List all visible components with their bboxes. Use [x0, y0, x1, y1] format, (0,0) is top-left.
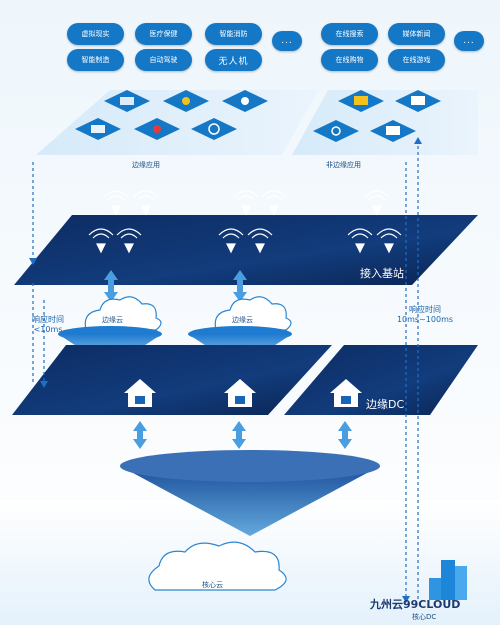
app-pill-online-gaming: 在线游戏 — [388, 49, 445, 71]
access-station-label: 接入基站 — [360, 267, 404, 280]
core-dc-buildings — [429, 560, 467, 600]
app-pill-healthcare: 医疗保健 — [135, 23, 192, 45]
house-icons — [124, 379, 362, 407]
core-cloud-label: 核心云 — [202, 581, 223, 589]
left-latency: 响应时间 <10ms — [26, 315, 70, 335]
vertical-double-arrows-lower — [133, 421, 352, 449]
core-funnel — [120, 450, 380, 536]
watermark: 九州云99CLOUD — [370, 598, 461, 611]
app-pill-online-search: 在线搜索 — [321, 23, 378, 45]
app-pill-vr: 虚拟现实 — [67, 23, 124, 45]
app-pill-firefighting: 智能消防 — [205, 23, 262, 45]
edge-cloud-cups — [58, 326, 292, 368]
edge-cloud-label-2: 边缘云 — [232, 316, 253, 324]
edge-apps-label: 边缘应用 — [132, 161, 160, 169]
edge-app-tiles — [75, 90, 268, 140]
access-station-layer — [14, 215, 478, 285]
edge-cloud-shapes — [84, 296, 292, 331]
app-pill-drone: 无人机 — [205, 49, 262, 71]
edge-dc-layer-right — [284, 345, 478, 415]
left-latency-title: 响应时间 — [32, 315, 64, 324]
app-pill-more-left: ... — [272, 31, 302, 51]
right-latency: 响应时间 10ms~100ms — [390, 305, 460, 325]
edge-dc-label: 边缘DC — [366, 398, 405, 411]
app-pill-manufacturing: 智能制造 — [67, 49, 124, 71]
right-latency-title: 响应时间 — [409, 305, 441, 314]
non-edge-app-tiles — [313, 90, 441, 142]
app-pill-more-right: ... — [454, 31, 484, 51]
antenna-icons — [88, 190, 402, 254]
core-cloud-shape — [148, 541, 287, 591]
app-pill-autonomous-driving: 自动驾驶 — [135, 49, 192, 71]
latency-arrowheads — [29, 137, 422, 603]
vertical-double-arrows-upper — [104, 270, 247, 302]
app-pill-online-shopping: 在线购物 — [321, 49, 378, 71]
right-latency-value: 10ms~100ms — [396, 315, 454, 324]
non-edge-apps-label: 非边缘应用 — [326, 161, 361, 169]
core-dc-label: 核心DC — [412, 613, 437, 621]
app-pill-media-news: 媒体新闻 — [388, 23, 445, 45]
latency-dashed-lines — [32, 140, 419, 600]
edge-cloud-label-1: 边缘云 — [102, 316, 123, 324]
left-latency-value: <10ms — [33, 325, 63, 334]
